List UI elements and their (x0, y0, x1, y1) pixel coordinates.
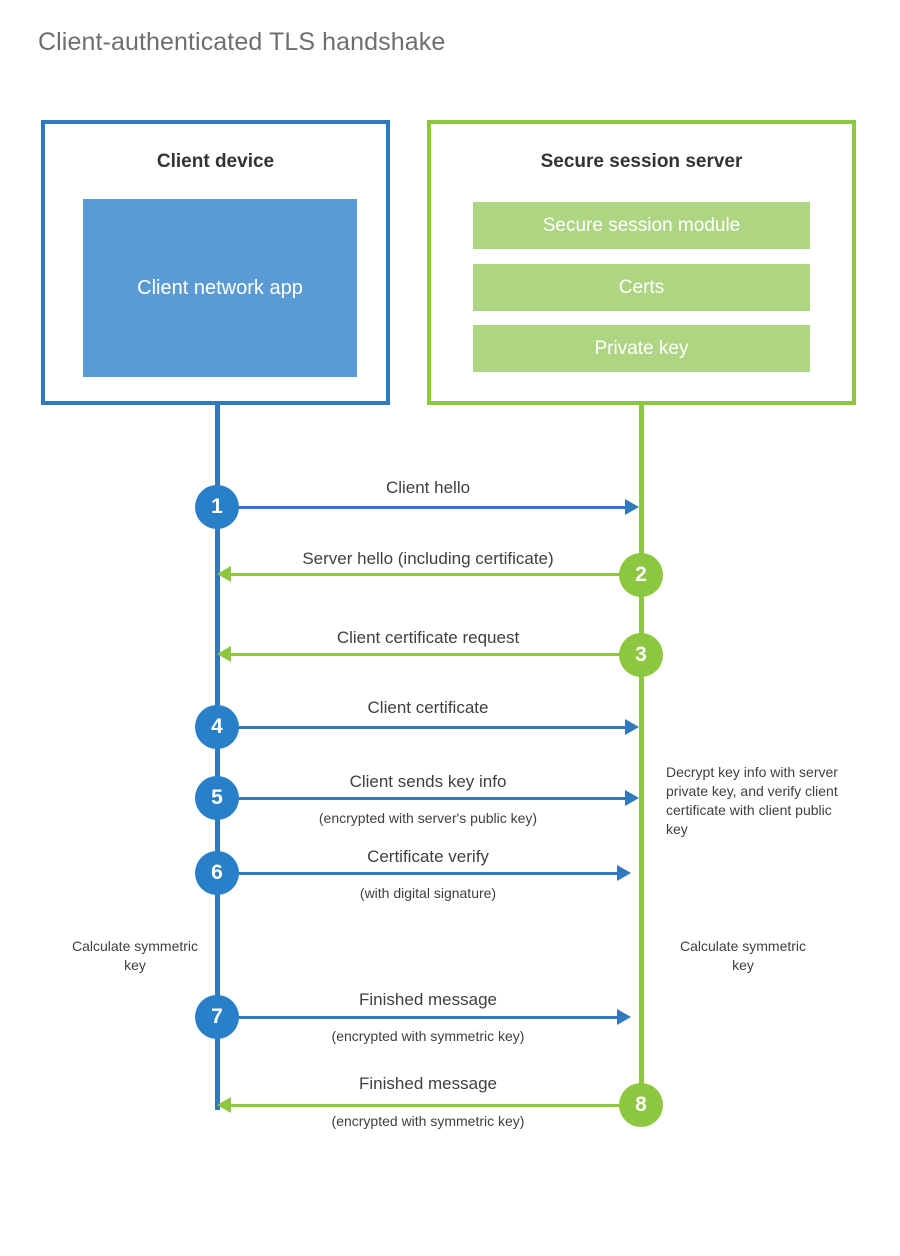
server-component-secure-session-module: Secure session module (473, 202, 810, 249)
client-network-app-block: Client network app (83, 199, 357, 377)
step-6-arrow-head (617, 865, 631, 881)
step-4-arrow-line (217, 726, 625, 729)
note-server-calculate-symmetric-key: Calculate symmetric key (679, 938, 807, 973)
step-6-label: Certificate verify (367, 847, 489, 866)
step-8-arrow-line (231, 1104, 625, 1107)
server-component-certs: Certs (473, 264, 810, 311)
client-device-title: Client device (156, 151, 275, 172)
step-5-sublabel: (encrypted with server's public key) (318, 810, 538, 826)
server-component-private-key: Private key (473, 325, 810, 372)
step-2-arrow-line (231, 573, 625, 576)
note-server-decrypt-key-info: Decrypt key info with server private key… (666, 764, 838, 837)
step-7-arrow-line (217, 1016, 617, 1019)
step-2-circle[interactable]: 2 (619, 553, 663, 597)
step-8-arrow-head (217, 1097, 231, 1113)
step-3-circle[interactable]: 3 (619, 633, 663, 677)
secure-session-server-title: Secure session server (540, 151, 743, 172)
step-1-arrow-head (625, 499, 639, 515)
step-4-circle[interactable]: 4 (195, 705, 239, 749)
step-3-arrow-head (217, 646, 231, 662)
step-1-label: Client hello (385, 478, 471, 497)
step-5-label: Client sends key info (349, 772, 507, 791)
step-5-arrow-head (625, 790, 639, 806)
step-4-label: Client certificate (367, 698, 489, 717)
step-7-sublabel: (encrypted with symmetric key) (331, 1028, 525, 1044)
step-1-arrow-line (217, 506, 625, 509)
secure-session-server-box: Secure session server Secure session mod… (427, 120, 856, 405)
step-8-label: Finished message (359, 1074, 497, 1093)
client-lifeline (215, 402, 220, 1110)
step-2-arrow-head (217, 566, 231, 582)
step-6-sublabel: (with digital signature) (359, 885, 497, 901)
client-device-box: Client device Client network app (41, 120, 390, 405)
step-3-arrow-line (231, 653, 625, 656)
step-7-label: Finished message (359, 990, 497, 1009)
step-6-circle[interactable]: 6 (195, 851, 239, 895)
server-lifeline (639, 402, 644, 1108)
step-4-arrow-head (625, 719, 639, 735)
step-8-circle[interactable]: 8 (619, 1083, 663, 1127)
step-1-circle[interactable]: 1 (195, 485, 239, 529)
step-5-arrow-line (217, 797, 625, 800)
step-7-arrow-head (617, 1009, 631, 1025)
step-5-circle[interactable]: 5 (195, 776, 239, 820)
step-3-label: Client certificate request (336, 628, 520, 647)
page-title: Client-authenticated TLS handshake (38, 28, 446, 56)
step-6-arrow-line (217, 872, 617, 875)
step-8-sublabel: (encrypted with symmetric key) (331, 1113, 525, 1129)
step-7-circle[interactable]: 7 (195, 995, 239, 1039)
note-client-calculate-symmetric-key: Calculate symmetric key (71, 938, 199, 973)
step-2-label: Server hello (including certificate) (302, 549, 554, 568)
